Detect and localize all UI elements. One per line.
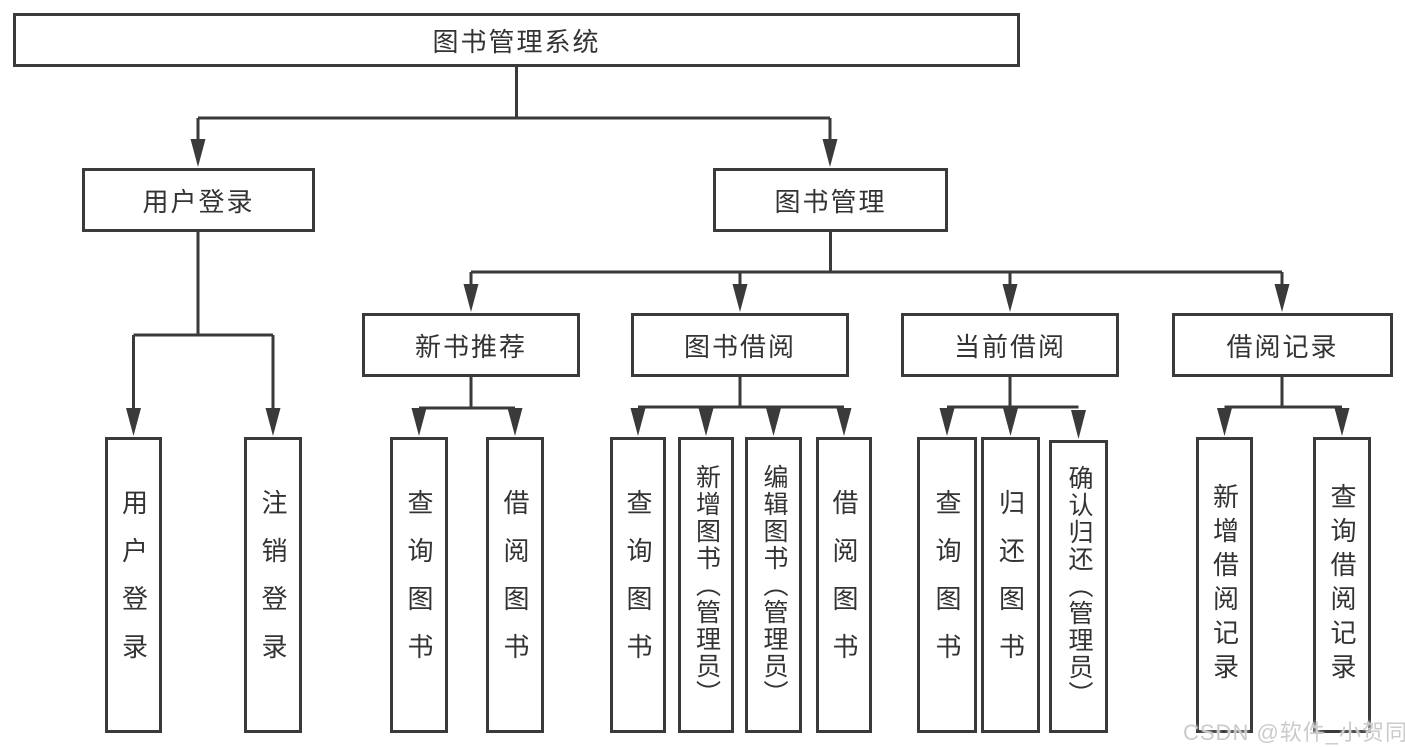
node-library-management-system: 图书管理系统 [13, 13, 1020, 67]
node-label: 用户登录 [118, 489, 149, 681]
node-leaf-return-books: 归还图书 [981, 437, 1040, 733]
arrowheads [126, 139, 1350, 439]
node-label: 借阅图书 [829, 489, 859, 681]
node-label: 借阅图书 [500, 489, 530, 681]
node-label: 查询借阅记录 [1327, 483, 1357, 687]
node-label: 查询图书 [932, 489, 962, 681]
node-leaf-borrow-books: 借阅图书 [816, 437, 872, 733]
node-label: 新书推荐 [414, 331, 527, 362]
node-label: 借阅记录 [1226, 331, 1339, 362]
node-book-borrowing: 图书借阅 [631, 313, 849, 377]
node-leaf-edit-books-admin: 编辑图书（管理员） [745, 437, 802, 733]
connector-paths [132, 67, 1342, 412]
node-leaf-logout: 注销登录 [244, 437, 302, 733]
node-label: 图书管理系统 [432, 26, 601, 57]
node-borrowing-records: 借阅记录 [1172, 313, 1393, 377]
node-label: 新增图书（管理员） [692, 463, 721, 707]
node-label: 确认归还（管理员） [1065, 465, 1093, 708]
node-leaf-confirm-return-admin: 确认归还（管理员） [1049, 440, 1108, 733]
node-label: 查询图书 [404, 489, 434, 681]
node-leaf-borrow-books-recommend: 借阅图书 [486, 437, 544, 733]
node-label: 图书借阅 [683, 331, 796, 362]
node-label: 注销登录 [258, 489, 288, 681]
node-label: 编辑图书（管理员） [760, 463, 788, 707]
node-leaf-query-books-recommend: 查询图书 [390, 437, 448, 733]
node-label: 用户登录 [142, 186, 255, 217]
node-user-login: 用户登录 [82, 168, 315, 232]
node-leaf-user-login: 用户登录 [105, 437, 162, 733]
node-leaf-query-books-borrowing: 查询图书 [610, 437, 666, 733]
node-leaf-add-books-admin: 新增图书（管理员） [678, 437, 734, 733]
node-label: 归还图书 [995, 489, 1026, 681]
csdn-watermark: CSDN @软件_小贺同学 [1183, 720, 1405, 745]
node-leaf-add-borrow-record: 新增借阅记录 [1196, 437, 1253, 733]
node-current-borrowing: 当前借阅 [901, 313, 1119, 377]
node-label: 当前借阅 [953, 331, 1066, 362]
node-label: 新增借阅记录 [1209, 483, 1240, 687]
node-label: 图书管理 [774, 186, 887, 217]
node-leaf-query-borrow-record: 查询借阅记录 [1313, 437, 1371, 733]
node-leaf-query-books-current: 查询图书 [917, 437, 977, 733]
node-book-management: 图书管理 [713, 168, 948, 232]
node-label: 查询图书 [623, 489, 653, 681]
node-new-book-recommendation: 新书推荐 [362, 313, 580, 377]
